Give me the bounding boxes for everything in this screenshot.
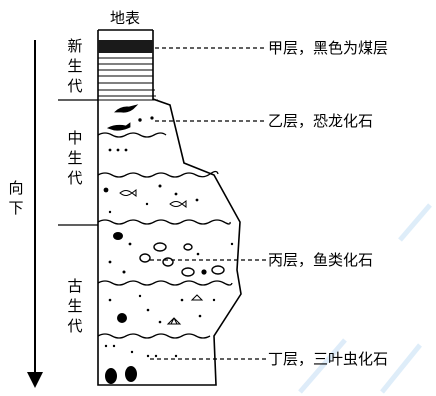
era-mesozoic: 中 生 代 [66,128,84,188]
layer-label-bing: 丙层，鱼类化石 [268,251,374,269]
era-char: 代 [67,169,83,187]
era-cenozoic: 新 生 代 [66,36,84,96]
fish-fossil-icon [119,189,187,208]
mesozoic-sediment [103,148,199,214]
direction-label: 向 下 [7,178,25,218]
era-char: 生 [67,149,83,167]
era-char: 代 [67,77,83,95]
cenozoic-bands [98,57,158,101]
watermark [298,203,432,394]
strata-column-outline [97,30,242,386]
shell-fossil-icon [166,294,204,325]
dinosaur-fossil-icon [106,104,154,131]
era-char: 生 [67,57,83,75]
era-char: 古 [67,277,83,295]
direction-char: 向 [8,179,24,197]
layer-label-ding: 丁层，三叶虫化石 [268,350,389,368]
layer-boundaries [97,132,233,339]
era-char: 生 [67,297,83,315]
paleozoic-sediment [108,232,234,324]
trilobite-fossil-icon [104,344,178,384]
coal-seam [98,40,153,53]
era-char: 代 [67,317,83,335]
era-char: 新 [67,37,83,55]
leader-lines [150,47,266,360]
layer-label-yi: 乙层，恐龙化石 [268,112,374,130]
down-arrow-icon [27,40,43,388]
paleozoic-pebbles [139,242,225,277]
direction-char: 下 [8,199,24,217]
era-paleozoic: 古 生 代 [66,276,84,336]
era-boundaries [58,99,98,226]
surface-label: 地表 [110,9,141,27]
era-char: 中 [67,129,83,147]
layer-label-jia: 甲层，黑色为煤层 [268,39,389,57]
